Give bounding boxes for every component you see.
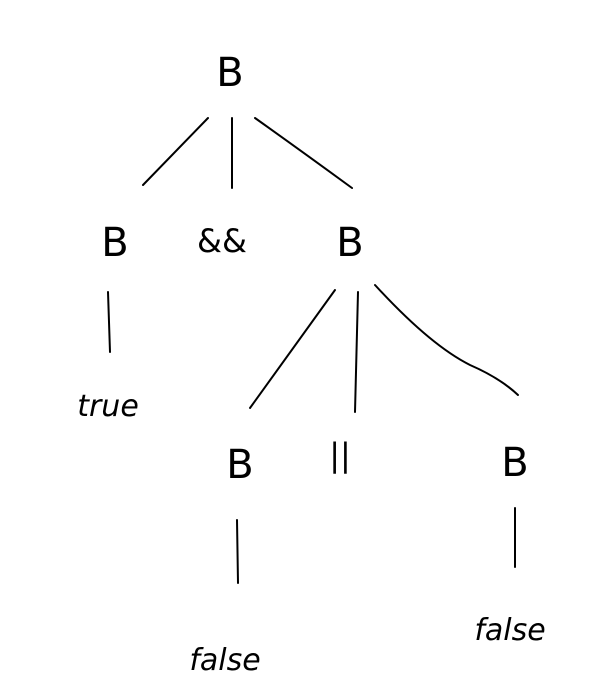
edge-root-right (254, 117, 353, 189)
edge-right-right (374, 284, 519, 396)
level2-right-node: B (501, 440, 528, 486)
edge-root-left (142, 117, 209, 186)
level1-left-node: B (101, 220, 128, 266)
false-leaf-right: false (474, 613, 545, 648)
level1-right-node: B (336, 220, 363, 266)
true-leaf: true (77, 389, 139, 424)
false-leaf-left: false (189, 643, 260, 678)
edge-right-left (249, 289, 336, 409)
level2-left-node: B (226, 442, 253, 488)
edge-left-true (107, 291, 111, 353)
edge-right-operator (354, 291, 359, 413)
edge-left-false (236, 519, 239, 584)
root-node: B (216, 50, 243, 96)
or-operator: || (329, 436, 351, 474)
and-operator: && (197, 222, 247, 260)
